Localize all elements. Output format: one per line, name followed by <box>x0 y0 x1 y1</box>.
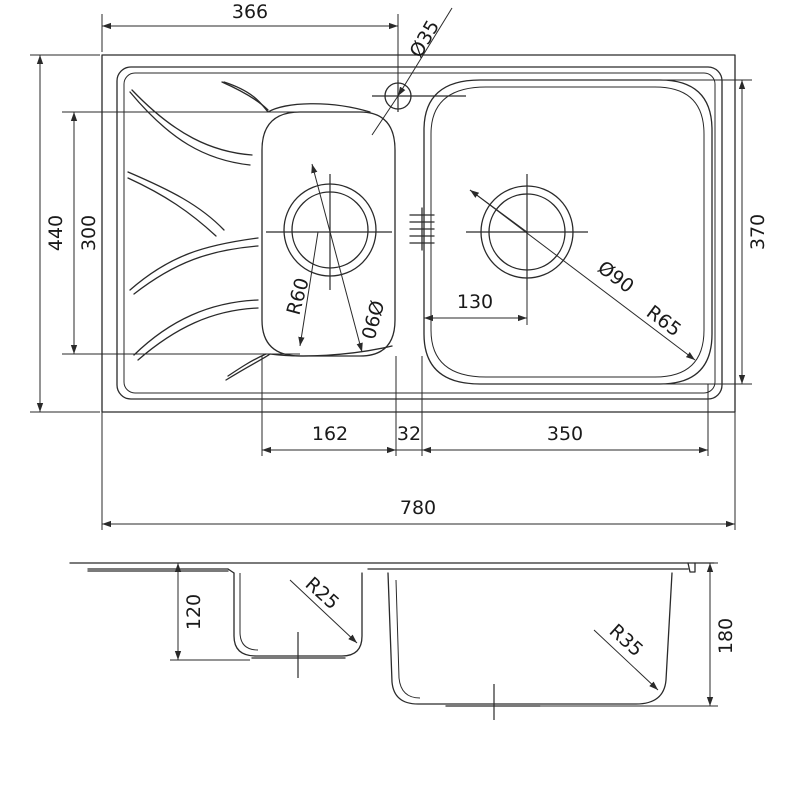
sink-rim-inner <box>123 72 716 394</box>
label-32: 32 <box>397 423 421 445</box>
dim-bowl-widths: 162 32 350 <box>261 356 709 456</box>
label-120: 120 <box>183 594 205 630</box>
section-large-bowl <box>387 572 673 705</box>
label-r65: R65 <box>642 301 685 341</box>
rim-ridge-line <box>223 81 371 113</box>
sink-outer-outline <box>101 54 736 413</box>
label-180: 180 <box>715 618 737 654</box>
dim-waste-offset: 130 <box>424 232 528 325</box>
dim-large-waste-diameter: Ø90 R65 <box>469 189 696 361</box>
dim-small-bowl-height: 300 <box>62 111 300 355</box>
dim-overall-width: 780 <box>101 412 736 530</box>
section-deck <box>69 562 715 574</box>
plan-view: 366 Ø35 440 300 370 <box>30 1 769 530</box>
dim-small-bowl-depth: 120 <box>170 562 250 661</box>
label-r35: R35 <box>605 620 648 661</box>
dim-large-bowl-height: 370 <box>650 79 769 385</box>
label-440: 440 <box>45 215 67 251</box>
overflow-slots <box>409 207 435 251</box>
drainer-grooves <box>127 81 269 377</box>
sink-rim-outline <box>116 66 723 400</box>
rim-ridge-line-2 <box>225 345 393 381</box>
dim-small-bowl-radius-section: R25 <box>289 573 358 644</box>
section-view: 120 R25 R35 180 <box>69 562 737 720</box>
section-small-bowl <box>233 572 363 657</box>
label-366: 366 <box>232 1 268 23</box>
label-large-waste-diameter: Ø90 <box>593 257 637 298</box>
label-130: 130 <box>457 291 493 313</box>
label-small-waste-diameter: Ø90 <box>356 298 387 342</box>
label-780: 780 <box>400 497 436 519</box>
label-370: 370 <box>747 214 769 250</box>
label-r25: R25 <box>301 573 344 614</box>
label-350: 350 <box>547 423 583 445</box>
dim-top-width: 366 <box>101 1 399 82</box>
dim-large-bowl-depth: 180 <box>540 562 737 707</box>
label-162: 162 <box>312 423 348 445</box>
label-r60: R60 <box>283 276 314 318</box>
dim-tap-hole: Ø35 <box>371 7 453 136</box>
dim-overall-depth: 440 <box>30 54 100 413</box>
dim-large-bowl-radius-section: R35 <box>593 620 659 691</box>
label-300: 300 <box>78 215 100 251</box>
